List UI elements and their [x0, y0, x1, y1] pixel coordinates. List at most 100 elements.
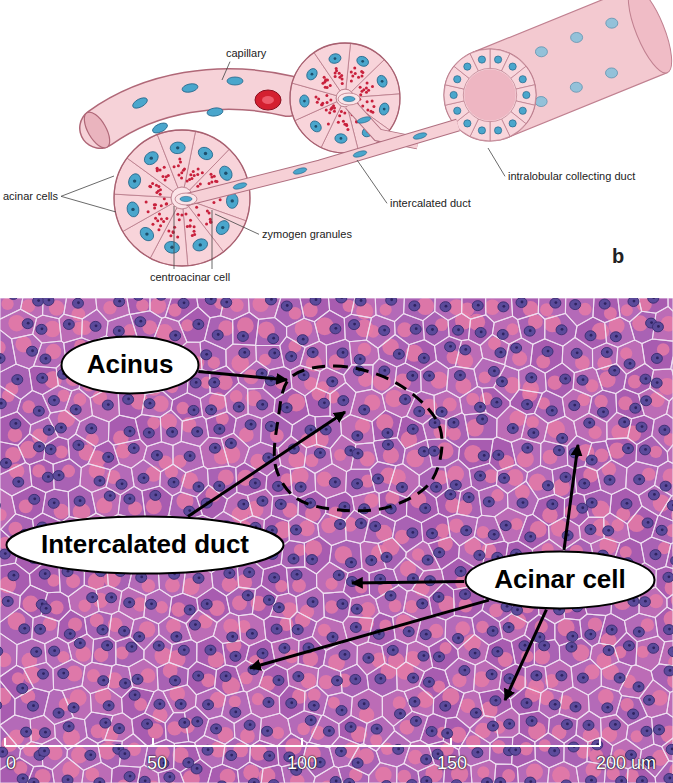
collecting-duct-drawing: [606, 68, 618, 78]
acinus-drawing: [154, 217, 157, 220]
capillary-drawing: [100, 89, 288, 128]
nuclei: [77, 301, 80, 304]
capillary-drawing: [131, 96, 149, 111]
cell-borders: [671, 357, 673, 371]
cell-borders: [314, 310, 345, 345]
cell-borders: [65, 389, 92, 422]
cell-borders: [348, 744, 380, 776]
acinus-drawing: [351, 60, 400, 98]
collecting-duct-drawing: [519, 107, 526, 114]
acinus-drawing: [365, 91, 368, 94]
acinus-drawing: [210, 173, 213, 176]
acinar-cells-tissue: [368, 763, 396, 783]
acinar-cells-tissue: [233, 312, 259, 345]
collecting-duct-drawing: [535, 97, 547, 107]
cell-borders: [144, 739, 174, 773]
cell-borders: [397, 764, 420, 783]
cell-borders: [405, 340, 436, 371]
collecting-duct-drawing: [523, 91, 530, 98]
nuclei: [556, 325, 567, 335]
cell-borders: [315, 416, 341, 448]
cell-borders: [364, 514, 395, 543]
zymogen-staining: [308, 689, 321, 702]
cell-borders: [656, 566, 673, 598]
intercalated-duct-drawing: [175, 193, 197, 205]
acinus-drawing: [191, 237, 209, 253]
acinus-drawing: [189, 224, 192, 227]
acinus-drawing: [177, 164, 180, 167]
acinus-drawing: [338, 72, 341, 75]
nuclei: [36, 324, 47, 334]
acinus-drawing: [167, 230, 170, 233]
capillary-drawing: [79, 108, 115, 152]
nuclei: [431, 328, 434, 331]
cell-borders: [165, 298, 198, 322]
nuclei: [302, 338, 305, 341]
acinus-drawing: [311, 73, 314, 76]
cell-borders: [378, 335, 409, 367]
cell-borders: [279, 686, 305, 720]
cell-borders: [652, 306, 673, 341]
cell-borders: [222, 640, 249, 667]
acinus-drawing: [196, 145, 215, 162]
acinus-drawing: [214, 218, 232, 237]
nuclei: [48, 299, 51, 302]
cell-borders: [395, 363, 421, 394]
cell-borders: [434, 391, 462, 420]
cell-borders: [548, 762, 579, 783]
acinus-drawing: [327, 122, 330, 125]
zymogen-staining: [650, 446, 662, 458]
cell-borders: [672, 370, 673, 375]
cell-borders: [519, 365, 547, 393]
acinus-drawing: [357, 76, 360, 79]
cell-borders: [113, 439, 147, 468]
nuclei: [477, 304, 480, 307]
collecting-duct-drawing: [454, 76, 461, 83]
cell-borders: [512, 733, 536, 767]
collecting-duct-drawing: [490, 119, 510, 141]
nuclei: [310, 298, 321, 305]
acinus-drawing: [114, 130, 250, 266]
cell-borders: [395, 314, 425, 345]
collecting-duct-drawing: [494, 127, 501, 134]
acinar-cells-tissue: [421, 360, 449, 395]
cell-borders: [259, 664, 289, 696]
zymogen-staining: [229, 695, 241, 707]
nuclei: [554, 301, 557, 304]
collecting-duct-drawing: [454, 107, 461, 114]
cell-borders: [52, 757, 83, 783]
zymogen-staining: [243, 764, 259, 780]
cell-borders: [599, 613, 627, 645]
acinus-drawing: [351, 75, 354, 78]
nuclei: [170, 331, 181, 341]
intercalated-duct-drawing: [343, 96, 355, 101]
nuclei: [43, 298, 54, 306]
zymogen-staining: [598, 689, 614, 705]
cell-borders: [234, 414, 262, 448]
nuclei: [497, 329, 508, 339]
cell-borders: [226, 344, 257, 376]
acinus-drawing: [378, 102, 390, 116]
cell-borders: [131, 459, 160, 490]
acinus-drawing: [156, 167, 159, 170]
cell-borders: [317, 562, 348, 593]
cell-borders: [382, 639, 408, 669]
acinar-cells-tissue: [490, 737, 513, 764]
cell-borders: [479, 485, 508, 517]
acinus-drawing: [145, 200, 148, 203]
collecting-duct-drawing: [571, 32, 583, 42]
acinus-drawing: [350, 80, 353, 83]
cell-borders: [200, 393, 227, 419]
cell-borders: [0, 608, 33, 645]
zymogen-staining: [534, 649, 550, 665]
cell-borders: [651, 515, 673, 543]
acinar-cells-tissue: [464, 413, 497, 440]
acinus-drawing: [157, 185, 160, 188]
nuclei: [633, 300, 636, 303]
cell-borders: [0, 563, 30, 596]
nuclei: [174, 334, 177, 337]
acinus-drawing: [180, 213, 183, 216]
cell-borders: [472, 610, 503, 645]
acinus-drawing: [212, 201, 215, 204]
acinus-drawing: [154, 203, 157, 206]
